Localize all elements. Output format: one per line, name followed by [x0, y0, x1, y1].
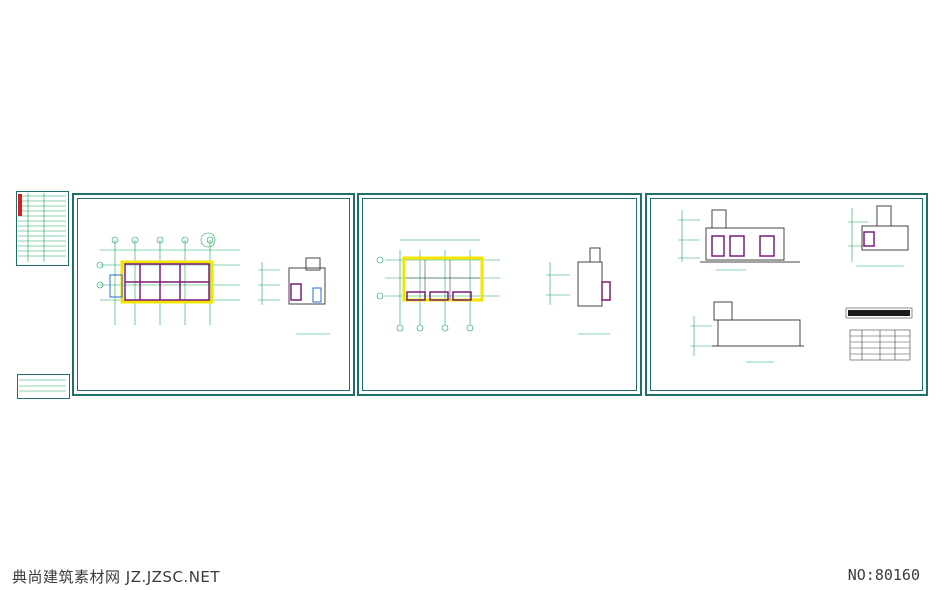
watermark-site-text: 典尚建筑素材网 JZ.JZSC.NET: [12, 568, 221, 586]
drawing-sheet-3[interactable]: [645, 193, 928, 396]
front-elevation-drawing: [678, 209, 800, 271]
stamp-lines: [19, 379, 66, 392]
side-elevation-drawing: [848, 205, 909, 267]
section-drawing: [546, 247, 611, 335]
rear-elevation-drawing: [690, 301, 804, 363]
stamp-block-panel[interactable]: [17, 374, 70, 399]
schedule-header-bar: [848, 310, 910, 316]
schedule-table: [845, 307, 913, 361]
roof-plan-drawing: [376, 239, 500, 332]
title-block-panel[interactable]: [16, 191, 69, 266]
watermark-number-text: NO:80160: [847, 566, 920, 584]
title-block-table: [18, 193, 66, 262]
elevation-drawing-1: [258, 257, 330, 335]
floor-plan-drawing: [96, 232, 240, 325]
title-block-red-mark: [18, 194, 22, 216]
